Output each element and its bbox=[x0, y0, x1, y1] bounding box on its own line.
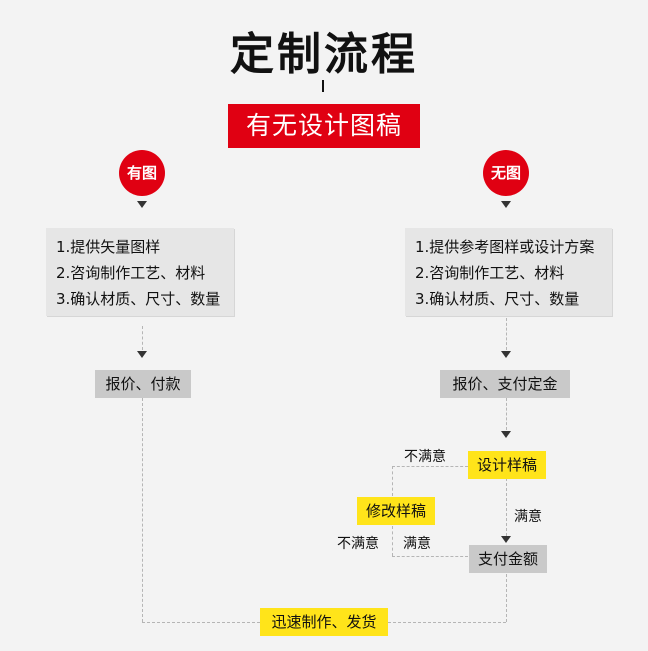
pay-balance-box: 支付金额 bbox=[469, 545, 547, 573]
connector-right-1 bbox=[506, 318, 507, 350]
connector-left-to-final bbox=[142, 622, 260, 623]
left-quote-pay: 报价、付款 bbox=[95, 370, 191, 398]
left-step-2: 2.咨询制作工艺、材料 bbox=[56, 264, 206, 282]
connector-left-1 bbox=[142, 326, 143, 350]
has-design-badge: 有图 bbox=[119, 150, 165, 196]
down-arrow-icon bbox=[137, 351, 147, 358]
left-step-1: 1.提供矢量图样 bbox=[56, 238, 161, 256]
right-quote-deposit: 报价、支付定金 bbox=[440, 370, 570, 398]
no-design-badge: 无图 bbox=[483, 150, 529, 196]
loop-left-down bbox=[392, 526, 393, 556]
down-arrow-icon bbox=[501, 201, 511, 208]
connector-right-3 bbox=[506, 478, 507, 536]
unsatisfied-label-left: 不满意 bbox=[337, 536, 379, 552]
loop-top-line bbox=[392, 466, 468, 467]
left-step-3: 3.确认材质、尺寸、数量 bbox=[56, 290, 221, 308]
unsatisfied-label-top: 不满意 bbox=[404, 449, 446, 465]
question-banner: 有无设计图稿 bbox=[228, 104, 420, 148]
connector-right-2 bbox=[506, 398, 507, 430]
down-arrow-icon bbox=[137, 201, 147, 208]
loop-bottom-line bbox=[392, 556, 468, 557]
down-arrow-icon bbox=[501, 431, 511, 438]
title-divider bbox=[322, 80, 324, 92]
right-step-2: 2.咨询制作工艺、材料 bbox=[415, 264, 565, 282]
connector-right-final bbox=[506, 574, 507, 622]
satisfied-label-right: 满意 bbox=[514, 509, 542, 525]
left-steps-panel: 1.提供矢量图样 2.咨询制作工艺、材料 3.确认材质、尺寸、数量 bbox=[46, 228, 234, 316]
loop-left-up bbox=[392, 466, 393, 496]
connector-right-to-final bbox=[388, 622, 506, 623]
down-arrow-icon bbox=[501, 536, 511, 543]
right-steps-panel: 1.提供参考图样或设计方案 2.咨询制作工艺、材料 3.确认材质、尺寸、数量 bbox=[405, 228, 612, 316]
satisfied-label-mid: 满意 bbox=[403, 536, 431, 552]
design-sample-box: 设计样稿 bbox=[468, 451, 546, 479]
revise-sample-box: 修改样稿 bbox=[357, 497, 435, 525]
page-title: 定制流程 bbox=[230, 29, 418, 80]
down-arrow-icon bbox=[501, 351, 511, 358]
right-step-1: 1.提供参考图样或设计方案 bbox=[415, 238, 595, 256]
connector-left-final bbox=[142, 398, 143, 622]
right-step-3: 3.确认材质、尺寸、数量 bbox=[415, 290, 580, 308]
produce-ship-box: 迅速制作、发货 bbox=[260, 608, 388, 636]
